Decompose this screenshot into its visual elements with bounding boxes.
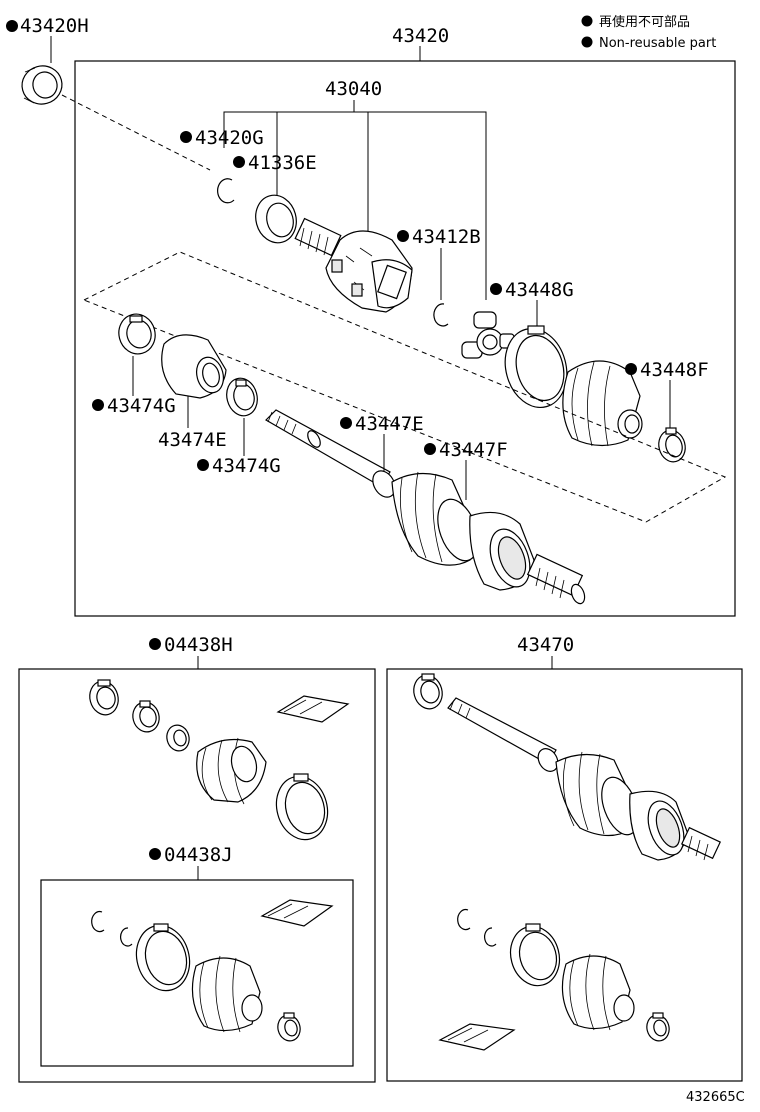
- label-43474G-left: 43474G: [107, 395, 176, 417]
- part-drive-shaft: [265, 409, 586, 605]
- label-43420G: 43420G: [195, 127, 264, 149]
- part-43474G-clamp-left: [118, 313, 156, 355]
- part-43474G-clamp-right: [226, 377, 258, 417]
- non-reusable-dot-icon: [490, 283, 502, 295]
- label-43448F: 43448F: [640, 359, 709, 381]
- non-reusable-dot-icon: [581, 15, 593, 27]
- assembly-frame-43420: [74, 60, 736, 617]
- non-reusable-dot-icon: [149, 638, 161, 650]
- non-reusable-dot-icon: [424, 443, 436, 455]
- label-43040: 43040: [325, 78, 382, 100]
- non-reusable-dot-icon: [340, 417, 352, 429]
- label-43447F: 43447F: [439, 439, 508, 461]
- legend: 再使用不可部品 Non-reusable part: [581, 14, 716, 51]
- label-43448G: 43448G: [505, 279, 574, 301]
- kit-04438J-parts: [91, 899, 334, 1042]
- part-43420H-deflector: [21, 65, 63, 105]
- boot-kit-boundary: [82, 251, 727, 523]
- assembly-43470-parts: [413, 673, 722, 1051]
- non-reusable-dot-icon: [197, 459, 209, 471]
- non-reusable-dot-icon: [180, 131, 192, 143]
- non-reusable-dot-icon: [625, 363, 637, 375]
- part-inboard-boot: [562, 360, 643, 447]
- kit-04438H-parts: [89, 679, 350, 841]
- part-43448G-clamp: [504, 325, 568, 409]
- label-43412B: 43412B: [412, 226, 481, 248]
- label-43474E: 43474E: [158, 429, 227, 451]
- assembly-frame-43470: [386, 668, 743, 1082]
- kit-frame-04438H: [18, 668, 376, 1083]
- legend-en: Non-reusable part: [599, 36, 716, 51]
- part-43412B-snap-ring: [433, 303, 449, 327]
- part-43420G-snap-ring: [217, 178, 235, 204]
- part-43040-inboard-joint: [294, 217, 413, 313]
- non-reusable-dot-icon: [6, 20, 18, 32]
- legend-jp: 再使用不可部品: [599, 14, 690, 30]
- non-reusable-dot-icon: [149, 848, 161, 860]
- non-reusable-dot-icon: [581, 36, 593, 48]
- part-43448F-clamp: [658, 427, 686, 463]
- label-43474G-bottom: 43474G: [212, 455, 281, 477]
- label-43470: 43470: [517, 634, 574, 656]
- non-reusable-dot-icon: [397, 230, 409, 242]
- label-43420: 43420: [392, 25, 449, 47]
- non-reusable-dot-icon: [233, 156, 245, 168]
- part-tripod: [461, 311, 515, 359]
- non-reusable-dot-icon: [92, 399, 104, 411]
- label-04438H: 04438H: [164, 634, 233, 656]
- label-04438J: 04438J: [164, 844, 233, 866]
- label-43447E: 43447E: [355, 413, 424, 435]
- label-43420H: 43420H: [20, 15, 89, 37]
- kit-frame-04438J: [40, 879, 354, 1067]
- part-41336E-ring: [255, 194, 297, 244]
- label-41336E: 41336E: [248, 152, 317, 174]
- diagram-code: 432665C: [686, 1090, 745, 1105]
- part-43474E-boot: [161, 334, 227, 399]
